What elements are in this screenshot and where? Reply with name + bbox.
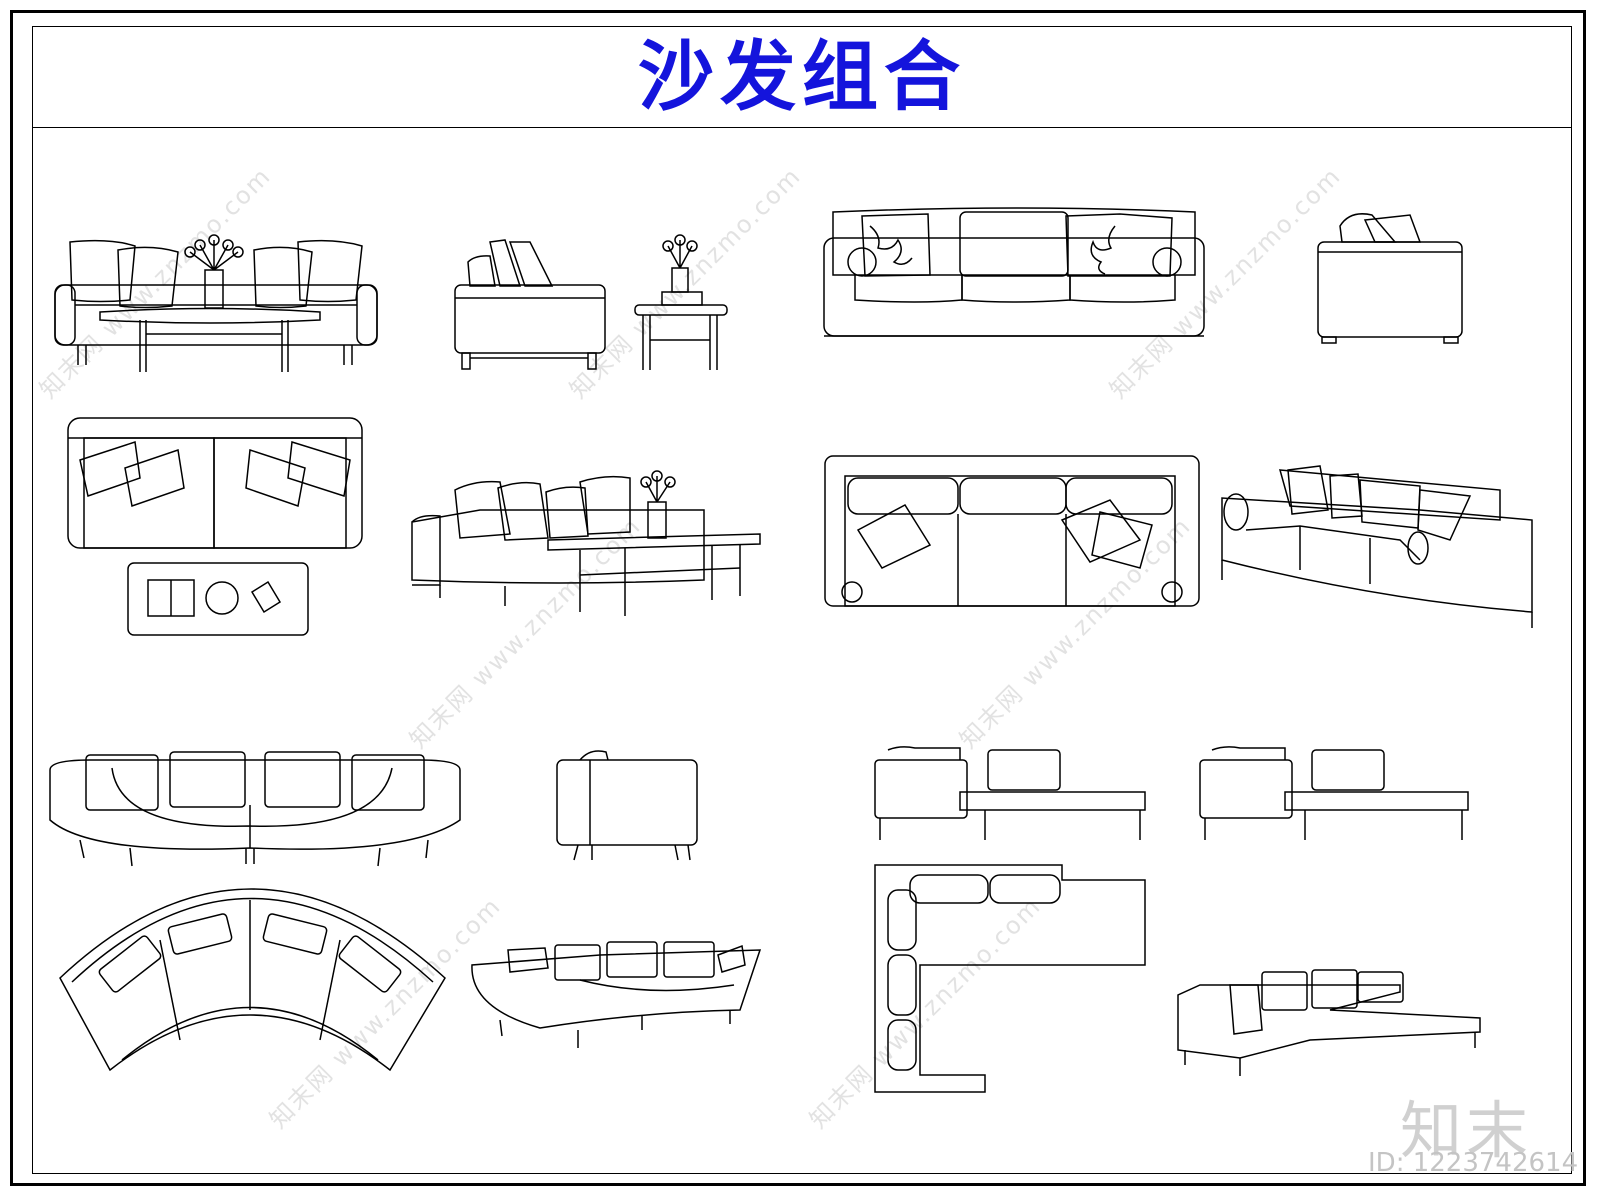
- brand-logo: 知末: [1400, 1094, 1533, 1167]
- sofa-three-seat-front: [823, 207, 1205, 337]
- inner-frame: [32, 26, 1572, 1174]
- sofa-three-seat-perspective: [1221, 465, 1533, 628]
- chaise-sofa-front: [874, 746, 1146, 840]
- chaise-sofa-front-2: [1199, 746, 1469, 840]
- sofa-side-with-side-table: [454, 234, 728, 370]
- armchair-side: [556, 750, 698, 861]
- sofa-top-view-with-table: [67, 417, 363, 636]
- armchair-front: [1317, 213, 1463, 344]
- id-label: ID: 1223742614: [1368, 1148, 1579, 1178]
- curved-sofa-perspective: [471, 941, 762, 1048]
- l-sofa-perspective: [1177, 969, 1481, 1076]
- page-title: 沙发组合: [638, 32, 966, 121]
- sofa-front-with-table: [54, 234, 378, 372]
- outer-frame: [10, 10, 1586, 1186]
- title-bar: 沙发组合: [32, 26, 1572, 128]
- l-sofa-top-view: [874, 864, 1146, 1093]
- curved-sofa-top-view: [59, 888, 446, 1072]
- sofa-perspective-with-table: [411, 470, 761, 616]
- curved-sofa-front: [49, 751, 461, 867]
- sofa-three-seat-top-view: [824, 455, 1200, 607]
